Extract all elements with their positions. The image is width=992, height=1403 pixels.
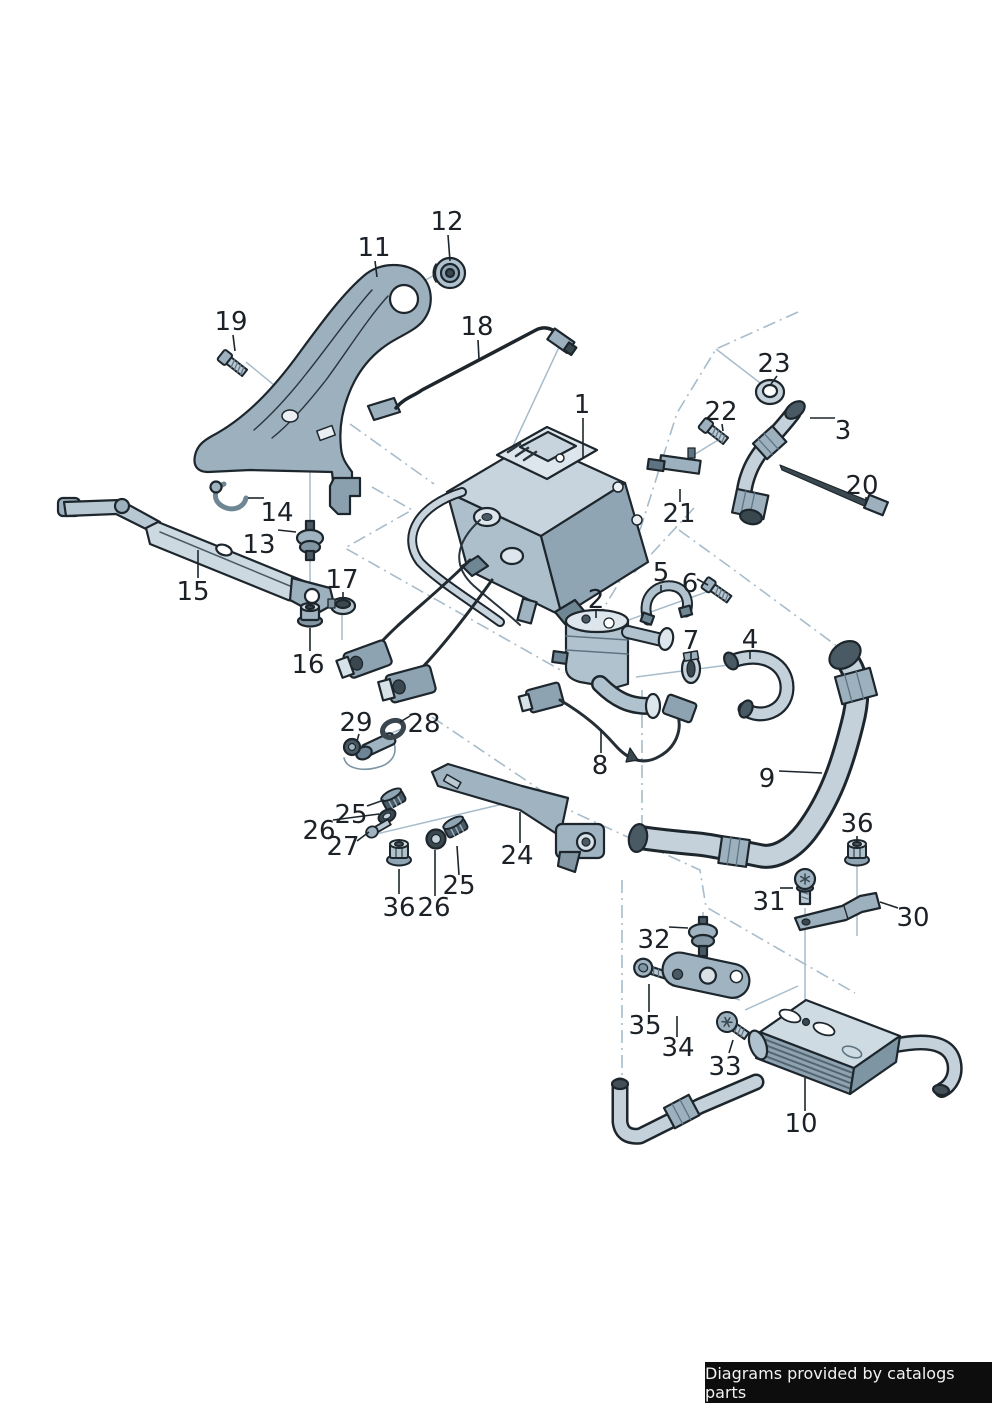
part-17-clip-nut (327, 596, 357, 616)
part-18-rod (366, 326, 578, 422)
leader-line-18 (477, 339, 480, 360)
part-3-hose (730, 400, 806, 526)
part-27-screw (365, 818, 392, 839)
part-2-pump (551, 608, 675, 720)
part-31-screw (793, 867, 817, 906)
part-1-heater-unit (374, 425, 650, 677)
part-6-bolt (699, 575, 734, 606)
leader-line-27 (356, 831, 370, 842)
leader-line-23 (770, 375, 778, 385)
parts-artwork (56, 256, 963, 1145)
part-10-muffler (610, 998, 963, 1145)
leader-line-11 (374, 260, 378, 278)
part-20-cable-tie (779, 464, 889, 517)
part-8-harness (517, 681, 698, 763)
leader-line-29 (356, 733, 360, 742)
part-19-bolt (215, 348, 250, 380)
part-26b-washer (425, 828, 447, 850)
leader-lines (197, 234, 899, 1111)
part-11-bracket (193, 263, 432, 516)
leader-line-25 (456, 845, 460, 876)
part-21-sensor (646, 447, 702, 475)
part-32-buffer (687, 915, 719, 958)
part-5-clamp (639, 580, 694, 626)
leader-line-12 (447, 234, 451, 262)
leader-line-26 (332, 813, 380, 821)
part-14-clip (209, 480, 249, 512)
leader-line-30 (879, 901, 899, 909)
part-4-hose (723, 649, 795, 722)
part-36b-nut (843, 838, 871, 867)
part-13-buffer (295, 519, 325, 562)
part-25-bushing (378, 784, 408, 812)
part-34-plate (661, 951, 751, 999)
leader-line-6 (696, 578, 709, 586)
part-22-bolt (696, 416, 731, 448)
leader-line-9 (778, 770, 823, 774)
part-16-nut (296, 601, 324, 628)
leader-line-19 (232, 334, 236, 352)
part-36-nut (385, 838, 413, 867)
watermark-text: Diagrams provided by catalogs parts (705, 1363, 955, 1402)
leader-line-25 (366, 799, 385, 807)
part-12-grommet (432, 256, 467, 290)
part-24-bracket (430, 762, 606, 874)
part-23-seal (754, 378, 786, 406)
part-connectors (335, 639, 437, 704)
leader-line-28 (399, 715, 411, 723)
watermark-footer: Diagrams provided by catalogs parts (705, 1362, 992, 1403)
part-28-29-joint (342, 717, 407, 770)
part-30-bracket (793, 891, 882, 932)
leader-line-22 (721, 423, 724, 432)
part-9-hose (627, 640, 879, 869)
part-15-strip (56, 496, 336, 616)
part-33-screw (711, 1006, 754, 1046)
leader-line-32 (668, 926, 689, 929)
leader-line-13 (277, 529, 297, 533)
leader-line-33 (728, 1039, 734, 1054)
